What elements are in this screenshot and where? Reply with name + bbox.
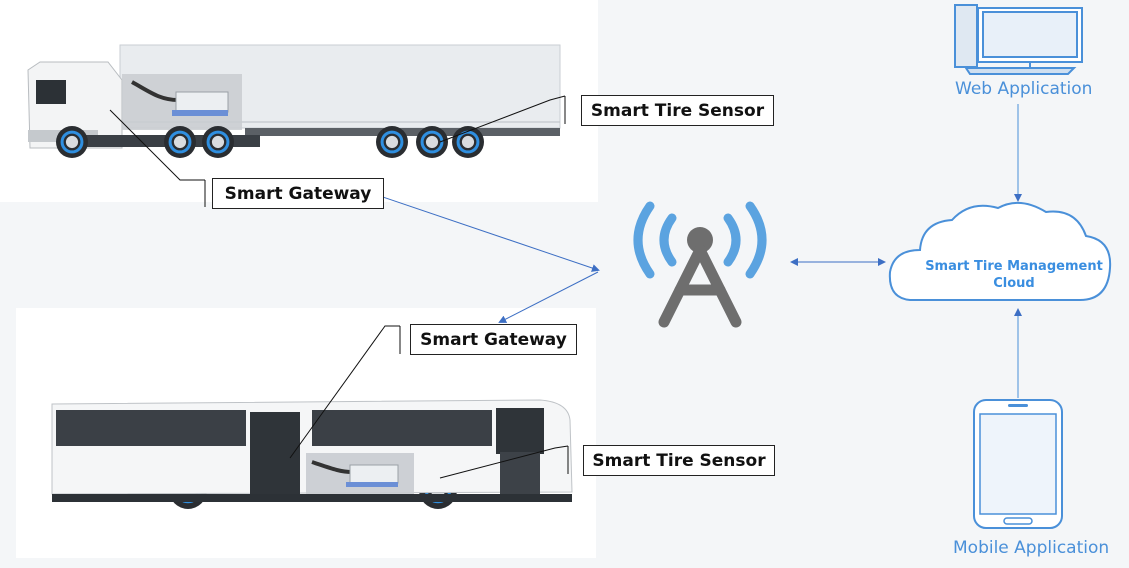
mobile-application-label: Mobile Application: [950, 538, 1113, 558]
wheel-with-sensor: [164, 126, 196, 158]
bus-gateway-callout: Smart Gateway: [410, 324, 577, 355]
wheel-with-sensor: [416, 126, 448, 158]
truck-gateway-leader: [109, 109, 205, 181]
truck-sensor-callout: Smart Tire Sensor: [581, 95, 774, 126]
bus-sensor-leader: [439, 445, 569, 479]
arrow-tower-bus-gateway: [498, 271, 599, 323]
cloud-label: Smart Tire Management Cloud: [925, 259, 1103, 291]
truck-gateway-callout: Smart Gateway: [212, 178, 384, 209]
wheel-with-sensor: [56, 126, 88, 158]
web-application-label: Web Application: [952, 79, 1096, 99]
arrow-truck-gateway-tower: [375, 193, 600, 272]
truck-sensor-leader: [439, 95, 566, 143]
bus-gateway-leader: [289, 325, 400, 459]
wheel-with-sensor: [376, 126, 408, 158]
wheel-with-sensor: [202, 126, 234, 158]
bus-sensor-callout: Smart Tire Sensor: [583, 445, 775, 476]
